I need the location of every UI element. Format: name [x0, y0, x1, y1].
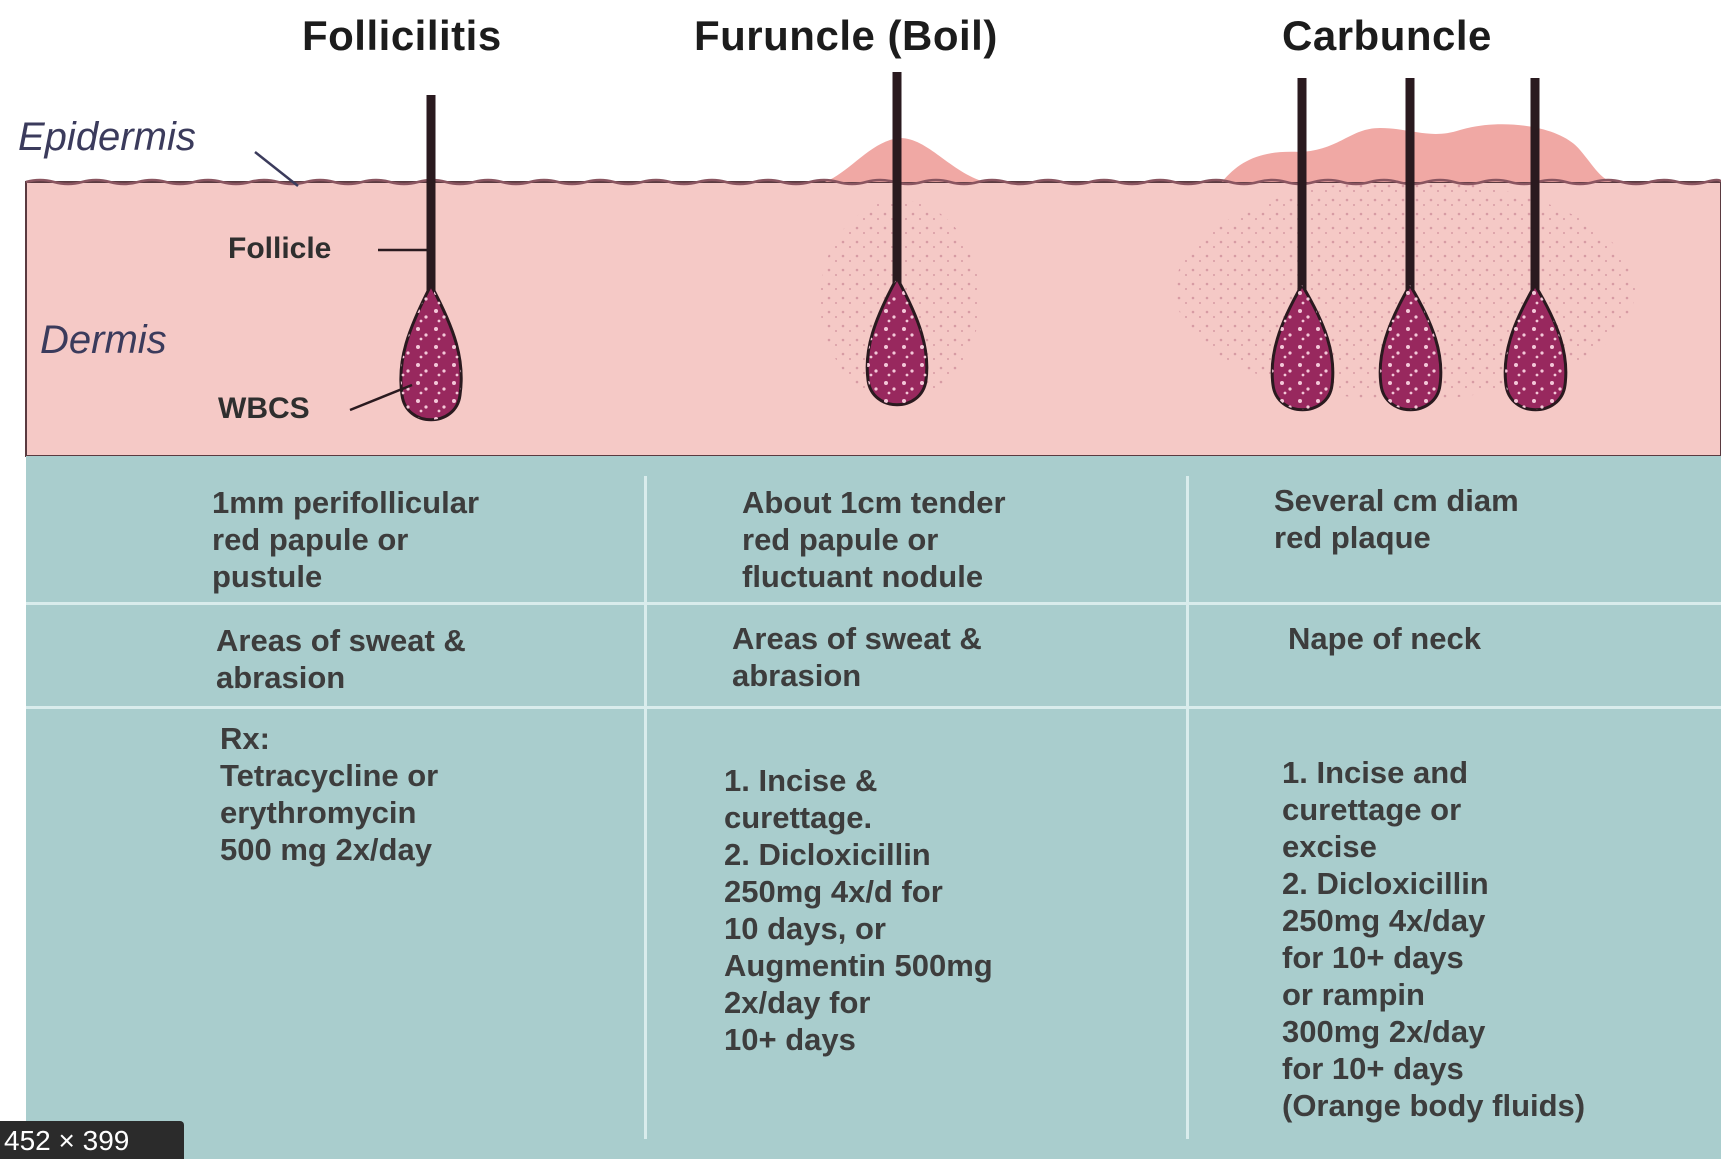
wbcs-label: WBCS	[218, 392, 310, 426]
column-separator	[644, 476, 647, 1139]
carbuncle-plaque	[1222, 124, 1612, 182]
row-separator	[26, 706, 1721, 709]
cell-folliculitis-appearance: 1mm perifollicular red papule or pustule	[212, 484, 479, 595]
column-separator	[1186, 476, 1189, 1139]
furuncle-bump	[825, 138, 985, 182]
epidermis-label: Epidermis	[18, 115, 196, 160]
cell-folliculitis-treatment: Rx: Tetracycline or erythromycin 500 mg …	[220, 720, 438, 868]
cell-carbuncle-treatment: 1. Incise and curettage or excise 2. Dic…	[1282, 754, 1585, 1124]
cell-carbuncle-appearance: Several cm diam red plaque	[1274, 482, 1519, 556]
cell-furuncle-appearance: About 1cm tender red papule or fluctuant…	[742, 484, 1006, 595]
cell-furuncle-treatment: 1. Incise & curettage. 2. Dicloxicillin …	[724, 762, 993, 1058]
cell-carbuncle-location: Nape of neck	[1288, 620, 1481, 657]
follicle-label: Follicle	[228, 232, 331, 266]
image-size-badge: 452 × 399	[0, 1121, 184, 1159]
cell-furuncle-location: Areas of sweat & abrasion	[732, 620, 982, 694]
dermis-label: Dermis	[40, 318, 167, 363]
row-separator	[26, 602, 1721, 605]
cell-folliculitis-location: Areas of sweat & abrasion	[216, 622, 466, 696]
comparison-table: 1mm perifollicular red papule or pustule…	[26, 456, 1721, 1159]
skin-cross-section	[0, 0, 1721, 460]
